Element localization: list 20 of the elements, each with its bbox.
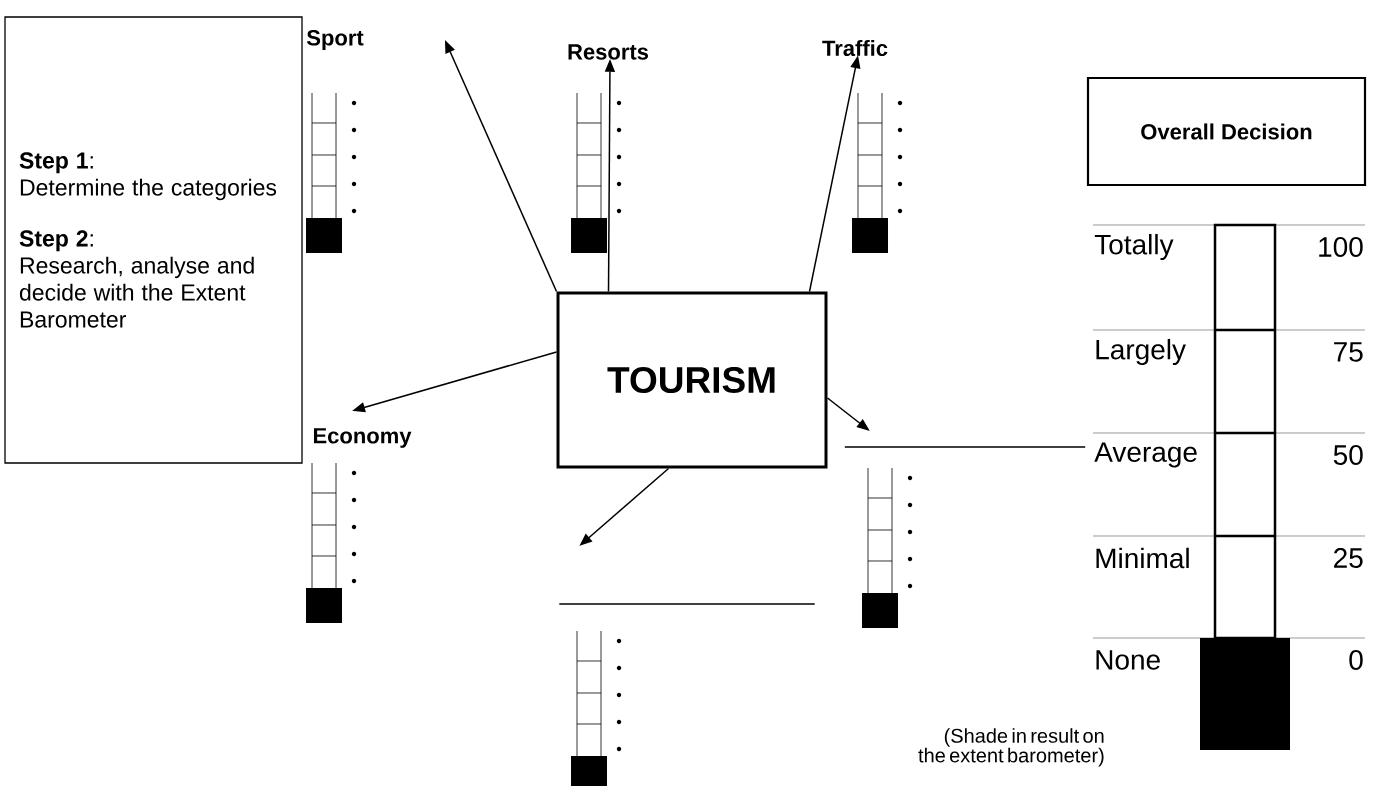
scale-value: 0 <box>1349 650 1363 670</box>
category-label: Traffic <box>822 39 888 57</box>
scale-label: Average <box>1094 442 1197 468</box>
scale-label: Largely <box>1096 338 1186 366</box>
scale-label: Totally <box>1094 233 1174 261</box>
fill-in-line <box>844 446 1086 448</box>
scale-value: 25 <box>1334 548 1363 568</box>
scale-value: 100 <box>1319 237 1363 257</box>
scale-value: 75 <box>1334 342 1363 362</box>
category-label: Economy <box>313 428 412 448</box>
steps-box: Step 1: Determine the categories Step 2: Research, analyse and decide with the Extent Barometer <box>4 16 303 464</box>
fill-in-line <box>558 603 816 605</box>
scale-label: Minimal <box>1096 547 1189 569</box>
scale-value: 50 <box>1333 445 1363 465</box>
note: (Shade in result on the extent barometer) <box>918 728 1104 767</box>
category-label: Sport <box>306 30 364 50</box>
decision-box: Overall Decision <box>1086 76 1367 187</box>
topic-box: TOURISM <box>556 291 828 469</box>
scale-label: None <box>1096 650 1160 670</box>
category-label: Resorts <box>568 44 649 60</box>
